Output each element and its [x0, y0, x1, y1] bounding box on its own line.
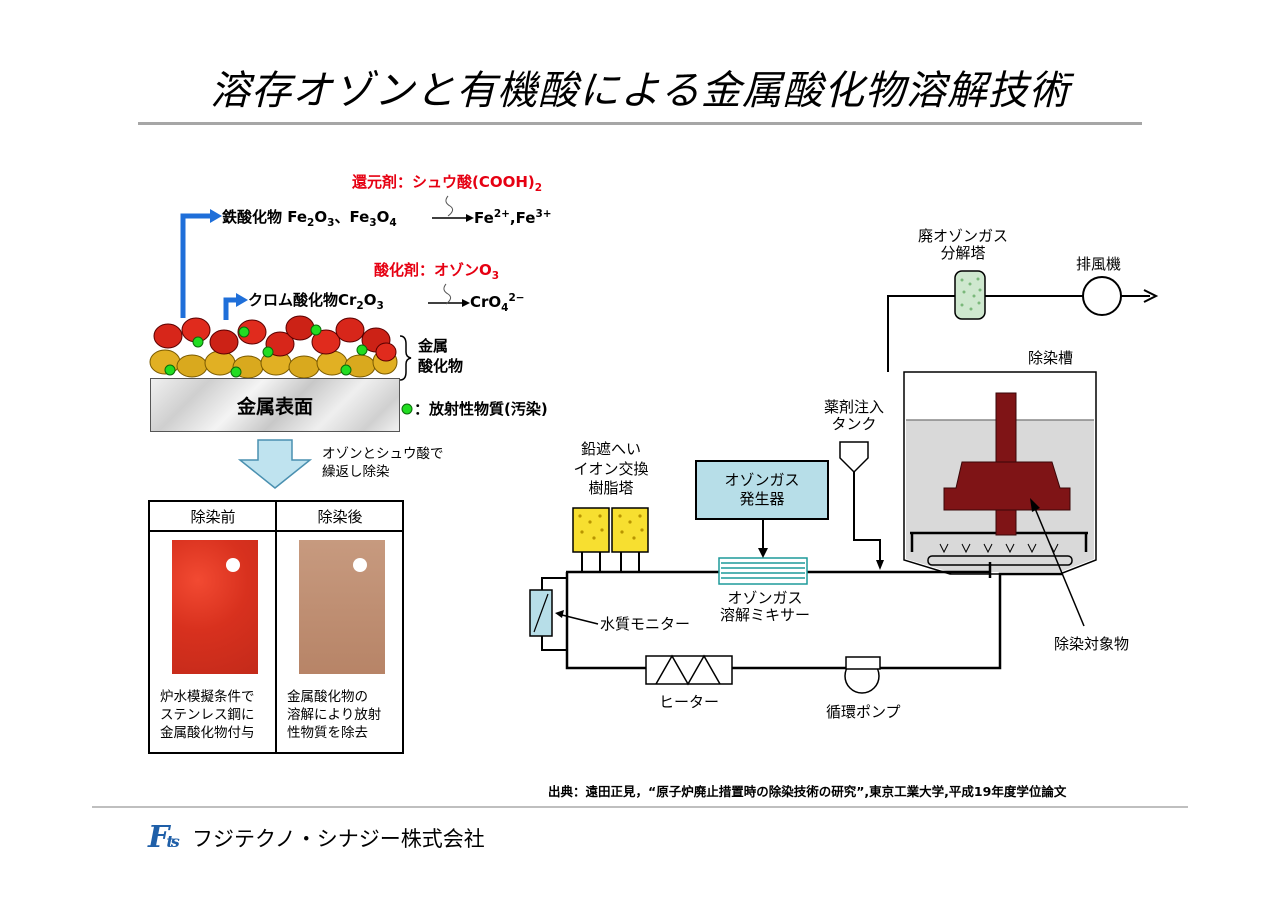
process-down-arrow — [237, 439, 313, 489]
iron-blue-arrow — [180, 213, 212, 318]
radioactive-legend-label: ：放射性物質(汚染) — [414, 400, 548, 418]
company-logo-icon: Fts — [148, 820, 180, 855]
source-citation: 出典：遠田正見，“原子炉廃止措置時の除染技術の研究”,東京工業大学,平成19年度… — [548, 784, 1067, 799]
oxidizer-squiggle — [443, 283, 452, 305]
circulation-pump-label: 循環ポンプ — [826, 703, 901, 721]
iron-oxide-label: 鉄酸化物 Fe2O3、Fe3O4 — [222, 208, 397, 229]
before-caption: 炉水模擬条件でステンレス鋼に金属酸化物付与 — [160, 689, 255, 742]
reducer-squiggle — [445, 195, 454, 217]
title-divider — [138, 122, 1142, 125]
oxide-bracket — [399, 335, 412, 381]
oxide-layer — [149, 315, 398, 379]
radioactive-legend-dot — [401, 403, 413, 415]
before-column: 除染前 炉水模擬条件でステンレス鋼に金属酸化物付与 — [150, 502, 276, 752]
chrome-product-label: CrO42− — [470, 292, 525, 314]
chrome-blue-arrow — [223, 297, 238, 320]
exhaust-fan-label: 排風機 — [1076, 255, 1122, 273]
chemical-tank-shape — [839, 441, 869, 474]
ozone-generator-box: オゾンガス発生器 — [695, 460, 829, 520]
waste-ozone-tower-shape — [954, 270, 986, 320]
target-object-label: 除染対象物 — [1054, 635, 1130, 653]
process-note: オゾンとシュウ酸で繰返し除染 — [322, 446, 444, 481]
water-monitor-label: 水質モニター — [600, 615, 691, 633]
oxidizer-label: 酸化剤：オゾンO3 — [374, 261, 500, 282]
before-after-table: 除染前 炉水模擬条件でステンレス鋼に金属酸化物付与 除染後 金属酸化物の溶解によ… — [148, 500, 404, 754]
after-column: 除染後 金属酸化物の溶解により放射性物質を除去 — [277, 502, 403, 752]
target-body — [943, 461, 1071, 511]
before-plate-image — [172, 540, 258, 674]
reducer-label: 還元剤：シュウ酸(COOH)2 — [352, 173, 543, 194]
exhaust-fan-shape — [1082, 276, 1122, 316]
metal-oxide-label: 金属酸化物 — [418, 337, 464, 376]
ozone-mixer-label: オゾンガス溶解ミキサー — [719, 589, 810, 625]
iron-products-label: Fe2+,Fe3+ — [474, 208, 552, 227]
after-caption: 金属酸化物の溶解により放射性物質を除去 — [287, 689, 382, 742]
metal-surface: 金属表面 — [150, 378, 400, 432]
footer-divider — [92, 806, 1188, 808]
resin-tower-label: 鉛遮へいイオン交換樹脂塔 — [573, 440, 649, 497]
decon-tank-label: 除染槽 — [1028, 349, 1074, 367]
page-title: 溶存オゾンと有機酸による金属酸化物溶解技術 — [210, 68, 1070, 114]
before-header: 除染前 — [150, 502, 276, 532]
waste-ozone-tower-label: 廃オゾンガス分解塔 — [917, 227, 1008, 263]
after-header: 除染後 — [277, 502, 403, 532]
chemical-tank-label: 薬剤注入タンク — [823, 398, 884, 434]
after-plate-image — [299, 540, 385, 674]
chrome-oxide-label: クロム酸化物Cr2O3 — [248, 291, 384, 312]
heater-label: ヒーター — [659, 693, 720, 711]
ozone-mixer-shape — [718, 557, 808, 585]
company-name: フジテクノ・シナジー株式会社 — [192, 827, 485, 851]
